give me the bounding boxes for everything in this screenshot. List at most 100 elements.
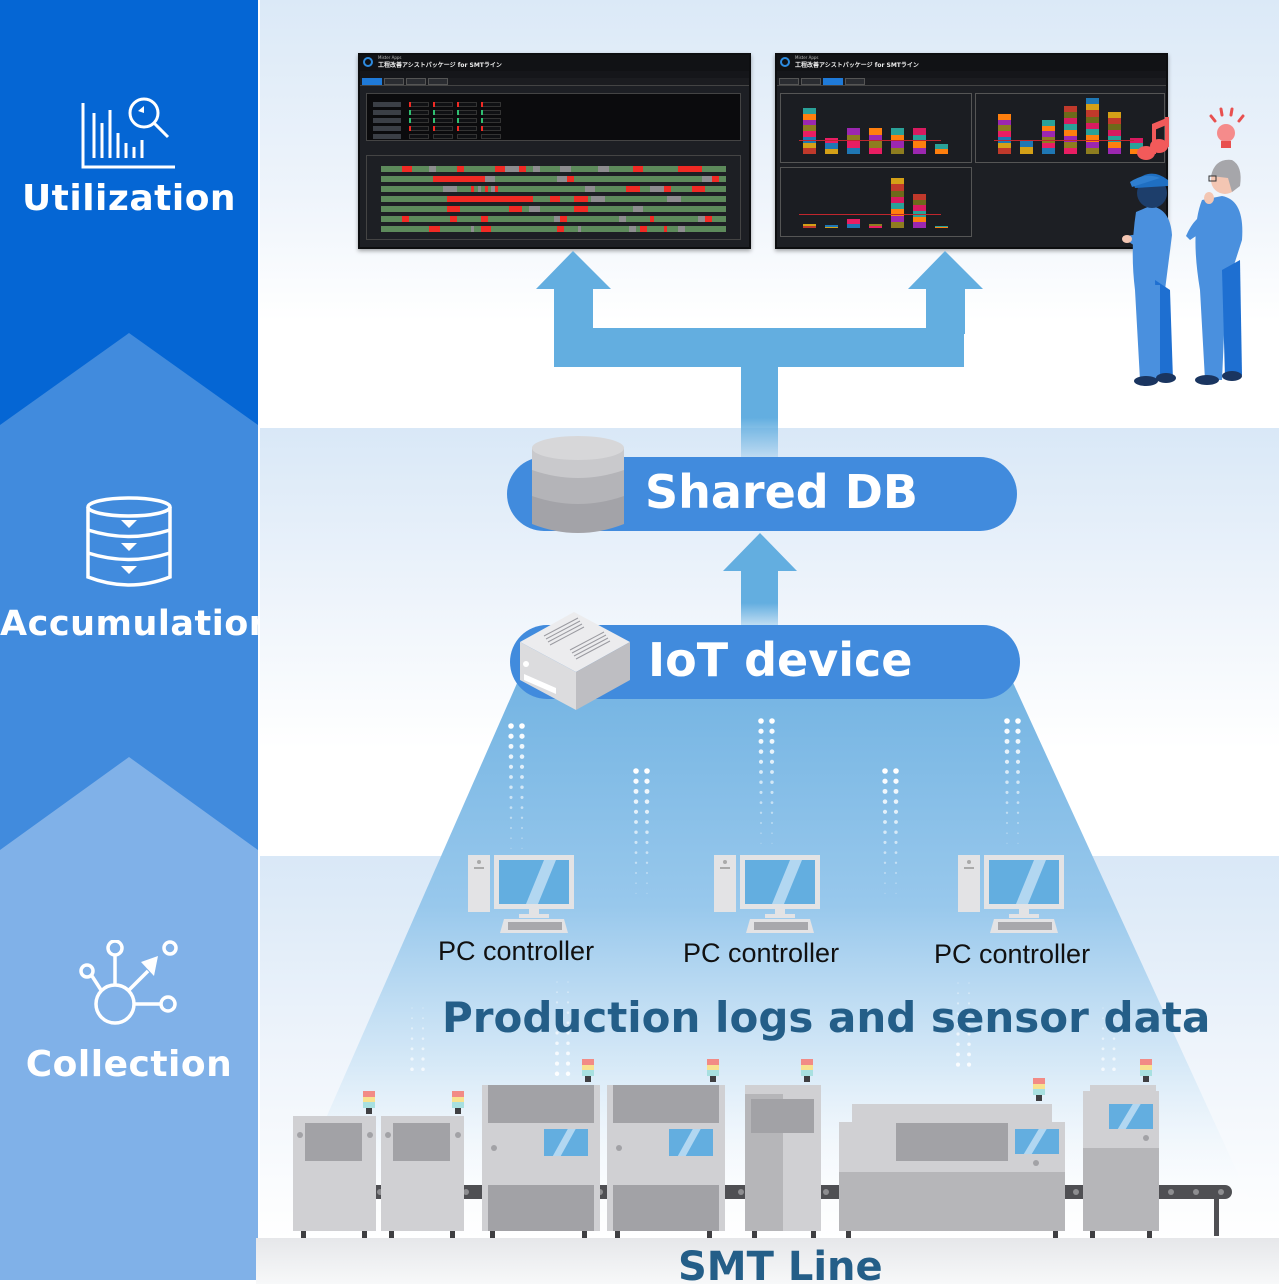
data-dot (566, 1011, 570, 1014)
data-dot (1101, 1027, 1105, 1030)
dashboard-title: 工程改善アシストパッケージ for SMTライン (795, 62, 919, 69)
dashboard-tab[interactable] (406, 78, 426, 85)
data-dot (758, 728, 764, 734)
timeline-segment (550, 196, 561, 202)
chart-bar-segment (869, 134, 882, 141)
data-dot (882, 788, 888, 794)
pc-controller-label: PC controller (683, 938, 840, 968)
kpi-indicator (433, 118, 435, 123)
chart-bar-segment (913, 194, 926, 200)
dashboard-tab[interactable] (845, 78, 865, 85)
chart-bar-segment (803, 113, 816, 120)
data-dot (508, 723, 514, 729)
chart-bar-segment (1042, 137, 1055, 143)
data-dot (1004, 728, 1010, 734)
timeline-segment (401, 166, 413, 172)
dashboard-tab[interactable] (384, 78, 404, 85)
data-dot (1016, 801, 1020, 804)
data-dot (410, 1047, 414, 1051)
data-dot (894, 840, 898, 844)
pc-controller-icon (958, 855, 1064, 933)
data-dot (884, 872, 886, 874)
data-dot (635, 882, 637, 885)
data-dot (1102, 1017, 1104, 1020)
chart-bar-segment (1064, 106, 1077, 112)
timeline-segment (712, 176, 720, 182)
data-dot (646, 872, 648, 874)
timeline-segment (432, 176, 485, 182)
data-dot (520, 795, 524, 799)
chart-bar-segment (1108, 148, 1121, 154)
data-dot (644, 799, 650, 804)
kpi-row-label (373, 134, 401, 139)
chart-bar-segment (1130, 143, 1143, 149)
timeline-segment (663, 226, 668, 232)
data-dot (966, 1062, 972, 1067)
chart-bar-segment (1108, 130, 1121, 136)
data-dot (769, 759, 775, 764)
data-dot (956, 1022, 960, 1026)
chart-bar-segment (847, 219, 860, 224)
data-dot (566, 1021, 570, 1025)
database-down-icon (86, 496, 172, 587)
data-dot (895, 872, 897, 874)
chart-bar-segment (825, 225, 838, 227)
chart-bar-segment (803, 131, 816, 137)
data-dot (421, 1047, 425, 1051)
dashboard-tab[interactable] (428, 78, 448, 85)
data-dot (521, 827, 523, 829)
timeline-row (381, 196, 726, 202)
kpi-indicator (433, 102, 435, 107)
timeline-segment (429, 226, 440, 232)
iot-device-label: IoT device (648, 633, 913, 687)
kpi-row-label (373, 126, 401, 131)
data-dot (1112, 1027, 1116, 1030)
timeline-segment (484, 176, 495, 182)
data-dot (645, 861, 649, 864)
smt-machine (745, 1085, 821, 1231)
data-dot (520, 816, 524, 819)
chart-bar-segment (803, 224, 816, 226)
data-dot (956, 1032, 960, 1036)
data-dot (1016, 780, 1020, 784)
chart-bar-segment (847, 134, 860, 141)
data-dot (519, 733, 525, 739)
timeline-segment (625, 186, 640, 192)
kpi-cell (409, 134, 429, 139)
chart-bar-segment (1108, 136, 1121, 142)
dashboard-tab[interactable] (362, 78, 382, 85)
data-dot (894, 820, 898, 824)
timeline-row (381, 206, 726, 212)
chart-threshold-line (994, 140, 1134, 141)
stage-label: Collection (25, 1044, 233, 1085)
chart-bar-segment (891, 215, 904, 222)
machine-screen (544, 1129, 588, 1156)
timeline-segment (553, 216, 561, 222)
dashboard-tab[interactable] (801, 78, 821, 85)
timeline-segment (574, 196, 588, 202)
machine-screen (669, 1129, 713, 1156)
data-dot (519, 723, 525, 729)
data-dot (633, 788, 639, 794)
data-dot (421, 1027, 425, 1030)
kpi-indicator (457, 102, 459, 107)
data-dot (1005, 780, 1009, 784)
shared-db-label: Shared DB (645, 465, 918, 519)
data-dot (634, 820, 638, 824)
smt-machine (607, 1085, 725, 1231)
data-dot (1101, 1047, 1105, 1051)
data-dot (770, 790, 774, 794)
dashboard-tab[interactable] (779, 78, 799, 85)
data-dot (635, 872, 637, 874)
data-dot (645, 830, 649, 834)
kpi-indicator (457, 126, 459, 131)
dashboard-tab[interactable] (823, 78, 843, 85)
kpi-indicator (481, 126, 483, 131)
data-dot (770, 801, 774, 804)
data-dot (1005, 801, 1009, 804)
chart-bar-segment (998, 119, 1011, 126)
data-dot (771, 832, 773, 835)
chart-bar-segment (803, 226, 816, 228)
kpi-indicator (481, 118, 483, 123)
